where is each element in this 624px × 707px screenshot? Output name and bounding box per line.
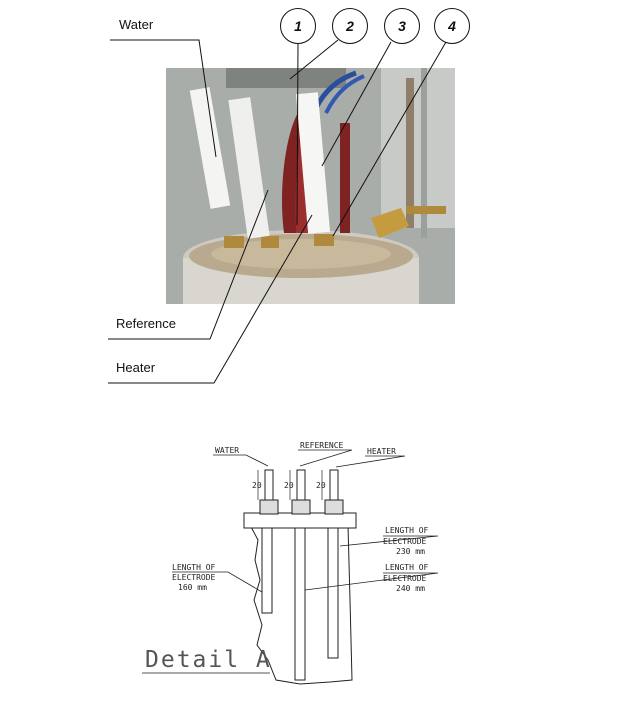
photo-illustration [166,68,455,304]
dimension-20-heater: 20 [316,481,326,490]
dimension-20-water: 20 [252,481,262,490]
callout-3: 3 [384,8,420,44]
drawing-label-reference: REFERENCE [300,441,344,450]
dimension-20-reference: 20 [284,481,294,490]
label-water: Water [119,17,154,32]
label-reference: Reference [116,316,176,331]
length-right-upper-line3: 230 mm [396,547,425,556]
length-right-upper-line1: LENGTH OF [385,526,429,535]
electrode-reference [291,469,311,681]
electrode-heater [324,469,344,659]
callout-2: 2 [332,8,368,44]
length-right-lower-line2: ELECTRODE [383,574,427,583]
callout-1: 1 [280,8,316,44]
length-right-lower-line3: 240 mm [396,584,425,593]
length-left-line1: LENGTH OF [172,563,216,572]
electrode-photo [166,68,455,304]
electrode-water [259,469,279,614]
mounting-plate [243,512,357,529]
length-left-line2: ELECTRODE [172,573,216,582]
drawing-label-heater: HEATER [367,447,396,456]
length-right-upper-line2: ELECTRODE [383,537,427,546]
callout-4: 4 [434,8,470,44]
label-heater: Heater [116,360,156,375]
detail-title: Detail A [145,647,272,673]
length-right-lower-line1: LENGTH OF [385,563,429,572]
length-left-line3: 160 mm [178,583,207,592]
drawing-label-water: WATER [215,446,239,455]
